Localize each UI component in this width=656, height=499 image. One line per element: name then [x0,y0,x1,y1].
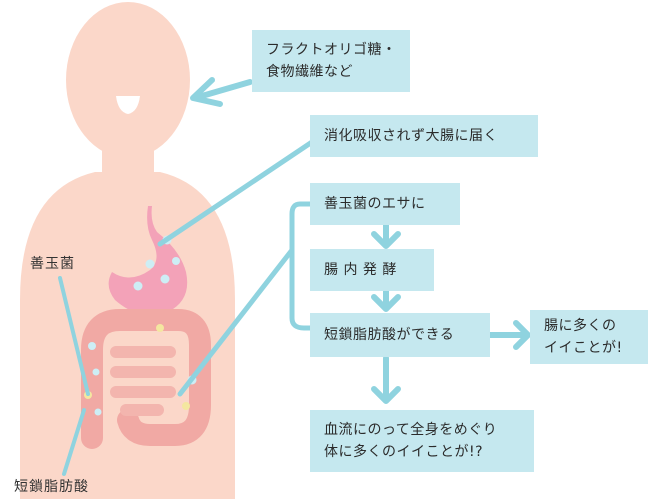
box-fermentation-text: 腸 内 発 酵 [324,262,397,278]
box-whole-body-line-2: 体に多くのイイことが!? [324,444,484,460]
body-silhouette [20,2,235,499]
label-scfa: 短鎖脂肪酸 [14,479,89,495]
connector-reach-colon [157,135,321,247]
connector-flow-bracket [177,201,315,397]
box-food-for-bacteria-text: 善玉菌のエサに [324,196,426,212]
box-fiber-line-2: 食物繊維など [266,64,353,80]
flow-arrows [371,222,531,404]
box-reach-colon-text: 消化吸収されず大腸に届く [324,128,498,144]
box-whole-body-line-1: 血流にのって全身をめぐり [324,422,498,438]
box-fiber-line-1: フラクトオリゴ糖・ [266,42,397,58]
box-food-for-bacteria: 善玉菌のエサに [310,183,460,225]
box-scfa-made: 短鎖脂肪酸ができる [310,313,490,357]
arrow-to-mouth [190,77,253,107]
label-good-bacteria: 善玉菌 [30,256,75,272]
box-reach-colon: 消化吸収されず大腸に届く [310,115,538,157]
box-whole-body: 血流にのって全身をめぐり 体に多くのイイことが!? [310,410,534,472]
box-fermentation: 腸 内 発 酵 [310,249,434,291]
pointer-scfa [62,408,86,476]
box-scfa-made-text: 短鎖脂肪酸ができる [324,327,455,343]
pointer-good-bacteria [58,276,90,396]
stomach [108,206,188,316]
box-good-for-gut: 腸に多くの イイことが! [530,310,648,364]
box-fiber: フラクトオリゴ糖・ 食物繊維など [252,30,410,92]
box-good-for-gut-line-1: 腸に多くの [544,318,617,334]
mouth [116,96,140,114]
box-good-for-gut-line-2: イイことが! [544,340,623,356]
